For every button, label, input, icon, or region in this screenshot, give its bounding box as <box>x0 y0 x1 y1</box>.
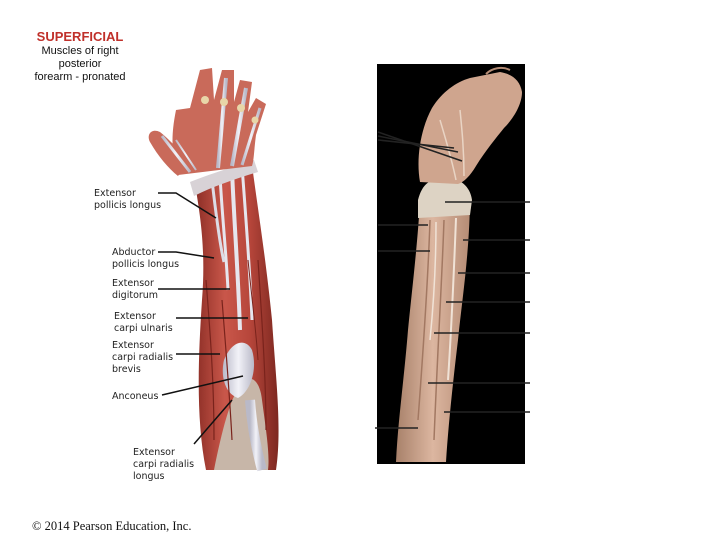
label-extensor-carpi-radialis-longus: Extensor carpi radialis longus <box>133 447 195 482</box>
label-extensor-digitorum: Extensor digitorum <box>112 278 159 301</box>
label-abductor-pollicis-longus: Abductor pollicis longus <box>112 247 180 270</box>
label-extensor-carpi-ulnaris: Extensor carpi ulnaris <box>114 311 173 334</box>
dissection-photo <box>377 64 525 464</box>
forearm-illustration <box>148 68 279 472</box>
page-title: SUPERFICIAL <box>36 29 124 44</box>
label-extensor-carpi-radialis-brevis: Extensor carpi radialis brevis <box>112 340 174 375</box>
photo-leader-lines <box>375 131 530 429</box>
label-anconeus: Anconeus <box>112 391 159 402</box>
illustration-leader-lines <box>158 192 248 445</box>
copyright-notice: © 2014 Pearson Education, Inc. <box>32 519 192 533</box>
label-extensor-pollicis-longus: Extensor pollicis longus <box>94 188 162 211</box>
page-subtitle: Muscles of right posterior forearm - pro… <box>34 45 126 83</box>
